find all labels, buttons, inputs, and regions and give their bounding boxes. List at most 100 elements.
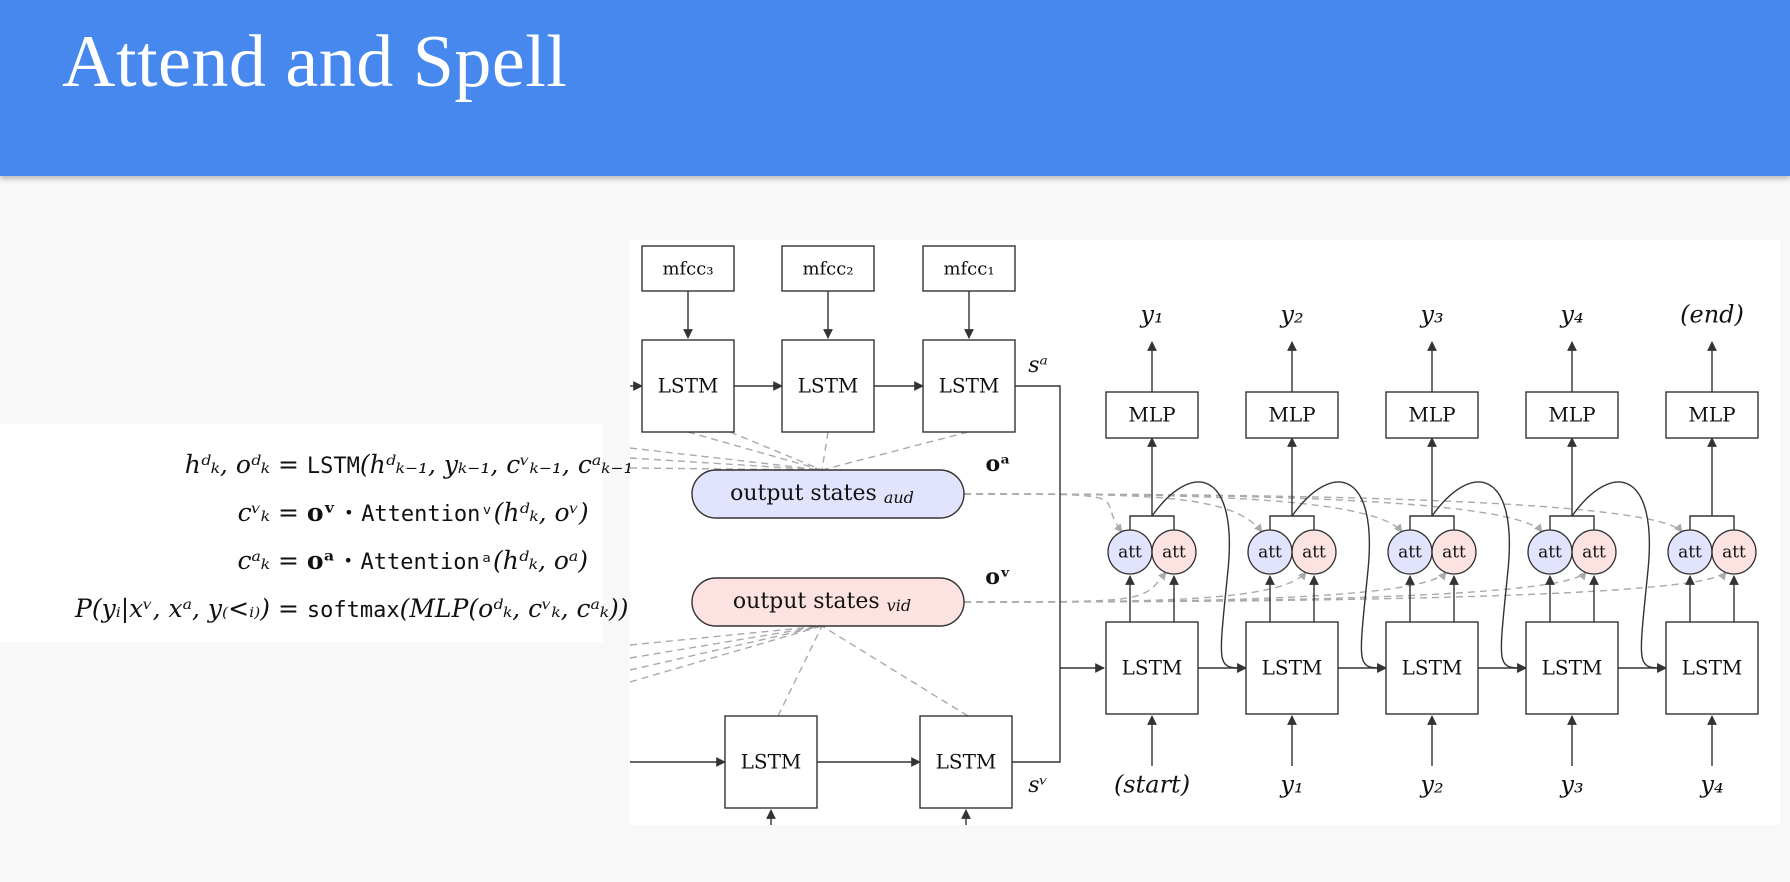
decoder-lstm-1 bbox=[1105, 621, 1199, 715]
mfcc-input-2-label: mfcc₂ bbox=[802, 259, 853, 280]
decoder-lstm-2-label: LSTM bbox=[1262, 656, 1323, 680]
recurrence-curve-2 bbox=[1291, 481, 1387, 673]
eq3-pre: oᵃ · bbox=[306, 546, 353, 575]
state-video-line bbox=[1012, 668, 1061, 763]
audio-encoder-lstm-2 bbox=[781, 339, 875, 433]
eq3-lhs: cᵃₖ bbox=[237, 546, 270, 575]
att-bracket-4 bbox=[1549, 515, 1595, 530]
video-attn-fan-3 bbox=[629, 625, 823, 671]
att-audio-label-2: att bbox=[1258, 543, 1282, 563]
att-video-3 bbox=[1431, 529, 1477, 575]
decoder-lstm-3-label: LSTM bbox=[1402, 656, 1463, 680]
audio-attn-dash-2 bbox=[963, 493, 1263, 533]
state-audio-label: sᵃ bbox=[1028, 353, 1048, 378]
video-attn-fan-5 bbox=[777, 625, 823, 717]
decoder-mlp-3 bbox=[1385, 391, 1479, 439]
audio-attn-dash-5 bbox=[963, 493, 1683, 533]
eq2-fn: Attentionᵛ bbox=[361, 502, 494, 527]
recurrence-curve-4 bbox=[1571, 481, 1667, 673]
audio-attn-fan-2 bbox=[629, 457, 823, 471]
mfcc-input-2 bbox=[781, 245, 875, 292]
recurrence-curve-1 bbox=[1151, 481, 1247, 673]
att-audio-label-4: att bbox=[1538, 543, 1562, 563]
decoder-input-4: y₃ bbox=[1559, 771, 1583, 799]
decoder-output-4: y₄ bbox=[1559, 301, 1583, 329]
eq1-lhs: hᵈₖ, oᵈₖ bbox=[184, 450, 270, 479]
att-audio-label-1: att bbox=[1118, 543, 1142, 563]
decoder-mlp-1-label: MLP bbox=[1128, 403, 1175, 427]
equation-softmax: P(yᵢ|xᵛ, xᵃ, y₍<ᵢ₎) = softmax(MLP(oᵈₖ, c… bbox=[8, 594, 629, 623]
decoder-mlp-1 bbox=[1105, 391, 1199, 439]
att-bracket-3 bbox=[1409, 515, 1455, 530]
audio-encoder-lstm-2-label: LSTM bbox=[798, 374, 859, 398]
audio-encoder-lstm-3 bbox=[922, 339, 1016, 433]
state-video-label: sᵛ bbox=[1028, 773, 1048, 798]
att-video-5 bbox=[1711, 529, 1757, 575]
output-states-video bbox=[691, 577, 965, 627]
att-video-2 bbox=[1291, 529, 1337, 575]
att-video-label-4: att bbox=[1582, 543, 1606, 563]
mfcc-input-1-label: mfcc₃ bbox=[662, 259, 713, 280]
decoder-output-3: y₃ bbox=[1419, 301, 1443, 329]
att-video-1 bbox=[1151, 529, 1197, 575]
decoder-input-2: y₁ bbox=[1279, 771, 1303, 799]
equation-lstm: hᵈₖ, oᵈₖ = LSTM(hᵈₖ₋₁, yₖ₋₁, cᵛₖ₋₁, cᵃₖ₋… bbox=[0, 450, 644, 479]
decoder-mlp-5-label: MLP bbox=[1688, 403, 1735, 427]
state-audio-line bbox=[1015, 385, 1061, 668]
equations-panel: hᵈₖ, oᵈₖ = LSTM(hᵈₖ₋₁, yₖ₋₁, cᵛₖ₋₁, cᵃₖ₋… bbox=[0, 424, 643, 642]
video-attn-dash-5 bbox=[963, 571, 1727, 603]
video-attn-fan-6 bbox=[821, 625, 969, 717]
eq4-equals: = bbox=[277, 594, 299, 623]
decoder-mlp-2-label: MLP bbox=[1268, 403, 1315, 427]
att-bracket-1 bbox=[1129, 515, 1175, 530]
eq2-pre: oᵛ · bbox=[306, 498, 354, 527]
eq1-equals: = bbox=[277, 450, 299, 479]
slide-title: Attend and Spell bbox=[62, 21, 568, 103]
decoder-lstm-1-label: LSTM bbox=[1122, 656, 1183, 680]
decoder-input-3: y₂ bbox=[1419, 771, 1443, 799]
video-encoder-lstm-2 bbox=[919, 715, 1013, 809]
decoder-input-5: y₄ bbox=[1699, 771, 1723, 799]
video-encoder-lstm-1 bbox=[724, 715, 818, 809]
att-audio-label-5: att bbox=[1678, 543, 1702, 563]
mfcc-input-3-label: mfcc₁ bbox=[943, 259, 994, 280]
decoder-mlp-3-label: MLP bbox=[1408, 403, 1455, 427]
output-states-video-sub: vid bbox=[887, 596, 911, 615]
audio-encoder-lstm-1-label: LSTM bbox=[658, 374, 719, 398]
mfcc-input-1 bbox=[641, 245, 735, 292]
video-attn-fan-4 bbox=[629, 625, 823, 683]
output-states-audio bbox=[691, 469, 965, 519]
diagram-nodes: mfcc₃ LSTM mfcc₂ LSTM mfcc₁ LSTM sᵃ output stat… bbox=[641, 245, 1759, 809]
decoder-mlp-4-label: MLP bbox=[1548, 403, 1595, 427]
video-attn-fan-2 bbox=[629, 625, 823, 659]
decoder-mlp-2 bbox=[1245, 391, 1339, 439]
decoder-output-1: y₁ bbox=[1139, 301, 1163, 329]
audio-attn-fan-7 bbox=[729, 431, 823, 471]
output-states-video-label: output states vid bbox=[733, 589, 911, 615]
decoder-lstm-3 bbox=[1385, 621, 1479, 715]
eq2-lhs: cᵛₖ bbox=[237, 498, 270, 527]
output-states-audio-label: output states aud bbox=[730, 481, 914, 507]
att-video-label-1: att bbox=[1162, 543, 1186, 563]
decoder-output-5: (end) bbox=[1680, 301, 1744, 329]
video-attn-fan-1 bbox=[629, 625, 823, 646]
decoder-lstm-4 bbox=[1525, 621, 1619, 715]
eq3-args: (hᵈₖ, oᵃ) bbox=[493, 546, 589, 575]
decoder-output-2: y₂ bbox=[1279, 301, 1303, 329]
audio-attn-fan-4 bbox=[687, 431, 823, 471]
video-encoder-lstm-2-label: LSTM bbox=[936, 750, 997, 774]
att-video-label-5: att bbox=[1722, 543, 1746, 563]
mfcc-input-3 bbox=[922, 245, 1016, 292]
output-states-audio-sub: aud bbox=[884, 488, 914, 507]
o-video-label: oᵛ bbox=[985, 564, 1010, 590]
decoder-input-1: (start) bbox=[1114, 771, 1190, 799]
audio-encoder-lstm-3-label: LSTM bbox=[939, 374, 1000, 398]
o-audio-label: oᵃ bbox=[986, 451, 1011, 477]
solid-connections bbox=[630, 291, 1739, 825]
audio-attn-fan-6 bbox=[821, 431, 969, 471]
att-bracket-2 bbox=[1269, 515, 1315, 530]
video-attn-dash-4 bbox=[963, 571, 1587, 603]
slide-header: Attend and Spell bbox=[0, 0, 1790, 176]
decoder-mlp-4 bbox=[1525, 391, 1619, 439]
diagram-svg: mfcc₃ LSTM mfcc₂ LSTM mfcc₁ LSTM sᵃ output stat… bbox=[629, 245, 1759, 825]
